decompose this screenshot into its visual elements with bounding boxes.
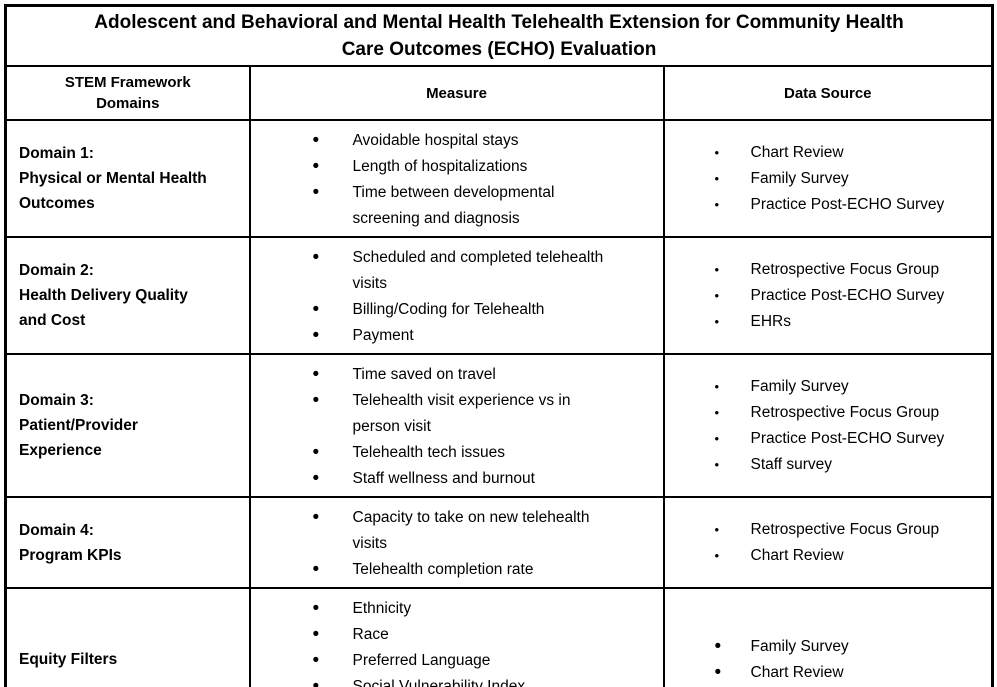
domain-label: Domain 2: Health Delivery Quality and Co…: [4, 236, 251, 355]
header-row: STEM Framework Domains Measure Data Sour…: [4, 65, 994, 121]
bullet-item: Telehealth completion rate: [313, 557, 655, 583]
bullet-item: Practice Post-ECHO Survey: [715, 283, 988, 309]
bullet-item: Chart Review: [715, 660, 988, 686]
column-header-data-source: Data Source: [662, 65, 994, 121]
source-cell: Family SurveyChart Review: [662, 587, 994, 687]
bullet-item: Payment: [313, 323, 655, 349]
domain-label: Equity Filters: [4, 587, 251, 687]
bullet-item: Family Survey: [715, 634, 988, 660]
table-row-domain-1: Domain 1: Physical or Mental Health Outc…: [4, 119, 994, 238]
bullet-item: EHRs: [715, 309, 988, 335]
bullet-item: Staff survey: [715, 452, 988, 478]
bullet-item: Family Survey: [715, 374, 988, 400]
bullet-item: Billing/Coding for Telehealth: [313, 297, 655, 323]
bullet-item: Time between developmental screening and…: [313, 180, 655, 232]
bullet-item: Chart Review: [715, 543, 988, 569]
measure-list: Avoidable hospital staysLength of hospit…: [252, 128, 662, 232]
measure-list: Time saved on travelTelehealth visit exp…: [252, 362, 662, 492]
table-row-domain-4: Domain 4: Program KPIs Capacity to take …: [4, 496, 994, 589]
source-list: Retrospective Focus GroupChart Review: [666, 517, 991, 569]
bullet-item: Preferred Language: [313, 648, 655, 674]
bullet-item: Time saved on travel: [313, 362, 655, 388]
bullet-item: Staff wellness and burnout: [313, 466, 655, 492]
table-title: Adolescent and Behavioral and Mental Hea…: [4, 4, 994, 67]
measure-list: Capacity to take on new telehealth visit…: [252, 505, 662, 583]
source-cell: Retrospective Focus GroupChart Review: [662, 496, 994, 589]
source-list: Family SurveyChart Review: [666, 634, 991, 686]
source-cell: Family SurveyRetrospective Focus GroupPr…: [662, 353, 994, 498]
bullet-item: Race: [313, 622, 655, 648]
bullet-item: Retrospective Focus Group: [715, 400, 988, 426]
measure-cell: EthnicityRacePreferred LanguageSocial Vu…: [248, 587, 665, 687]
measure-list: Scheduled and completed telehealth visit…: [252, 245, 662, 349]
bullet-item: Retrospective Focus Group: [715, 517, 988, 543]
measure-cell: Time saved on travelTelehealth visit exp…: [248, 353, 665, 498]
bullet-item: Practice Post-ECHO Survey: [715, 426, 988, 452]
column-header-domains: STEM Framework Domains: [4, 65, 251, 121]
bullet-item: Capacity to take on new telehealth visit…: [313, 505, 655, 557]
source-list: Chart ReviewFamily SurveyPractice Post-E…: [666, 140, 991, 218]
bullet-item: Avoidable hospital stays: [313, 128, 655, 154]
bullet-item: Telehealth tech issues: [313, 440, 655, 466]
bullet-item: Family Survey: [715, 166, 988, 192]
domain-label: Domain 1: Physical or Mental Health Outc…: [4, 119, 251, 238]
bullet-item: Telehealth visit experience vs in person…: [313, 388, 655, 440]
table-row-domain-3: Domain 3: Patient/Provider Experience Ti…: [4, 353, 994, 498]
column-header-measure: Measure: [248, 65, 665, 121]
bullet-item: Ethnicity: [313, 596, 655, 622]
bullet-item: Chart Review: [715, 140, 988, 166]
measure-cell: Avoidable hospital staysLength of hospit…: [248, 119, 665, 238]
measure-cell: Capacity to take on new telehealth visit…: [248, 496, 665, 589]
source-list: Family SurveyRetrospective Focus GroupPr…: [666, 374, 991, 478]
bullet-item: Retrospective Focus Group: [715, 257, 988, 283]
title-row: Adolescent and Behavioral and Mental Hea…: [4, 4, 994, 67]
table-row-domain-2: Domain 2: Health Delivery Quality and Co…: [4, 236, 994, 355]
domain-label: Domain 3: Patient/Provider Experience: [4, 353, 251, 498]
source-list: Retrospective Focus GroupPractice Post-E…: [666, 257, 991, 335]
measure-cell: Scheduled and completed telehealth visit…: [248, 236, 665, 355]
table-row-equity-filters: Equity Filters EthnicityRacePreferred La…: [4, 587, 994, 687]
evaluation-table: Adolescent and Behavioral and Mental Hea…: [4, 4, 995, 687]
bullet-item: Scheduled and completed telehealth visit…: [313, 245, 655, 297]
source-cell: Retrospective Focus GroupPractice Post-E…: [662, 236, 994, 355]
bullet-item: Length of hospitalizations: [313, 154, 655, 180]
measure-list: EthnicityRacePreferred LanguageSocial Vu…: [252, 596, 662, 687]
bullet-item: Social Vulnerability Index: [313, 674, 655, 687]
bullet-item: Practice Post-ECHO Survey: [715, 192, 988, 218]
domain-label: Domain 4: Program KPIs: [4, 496, 251, 589]
source-cell: Chart ReviewFamily SurveyPractice Post-E…: [662, 119, 994, 238]
